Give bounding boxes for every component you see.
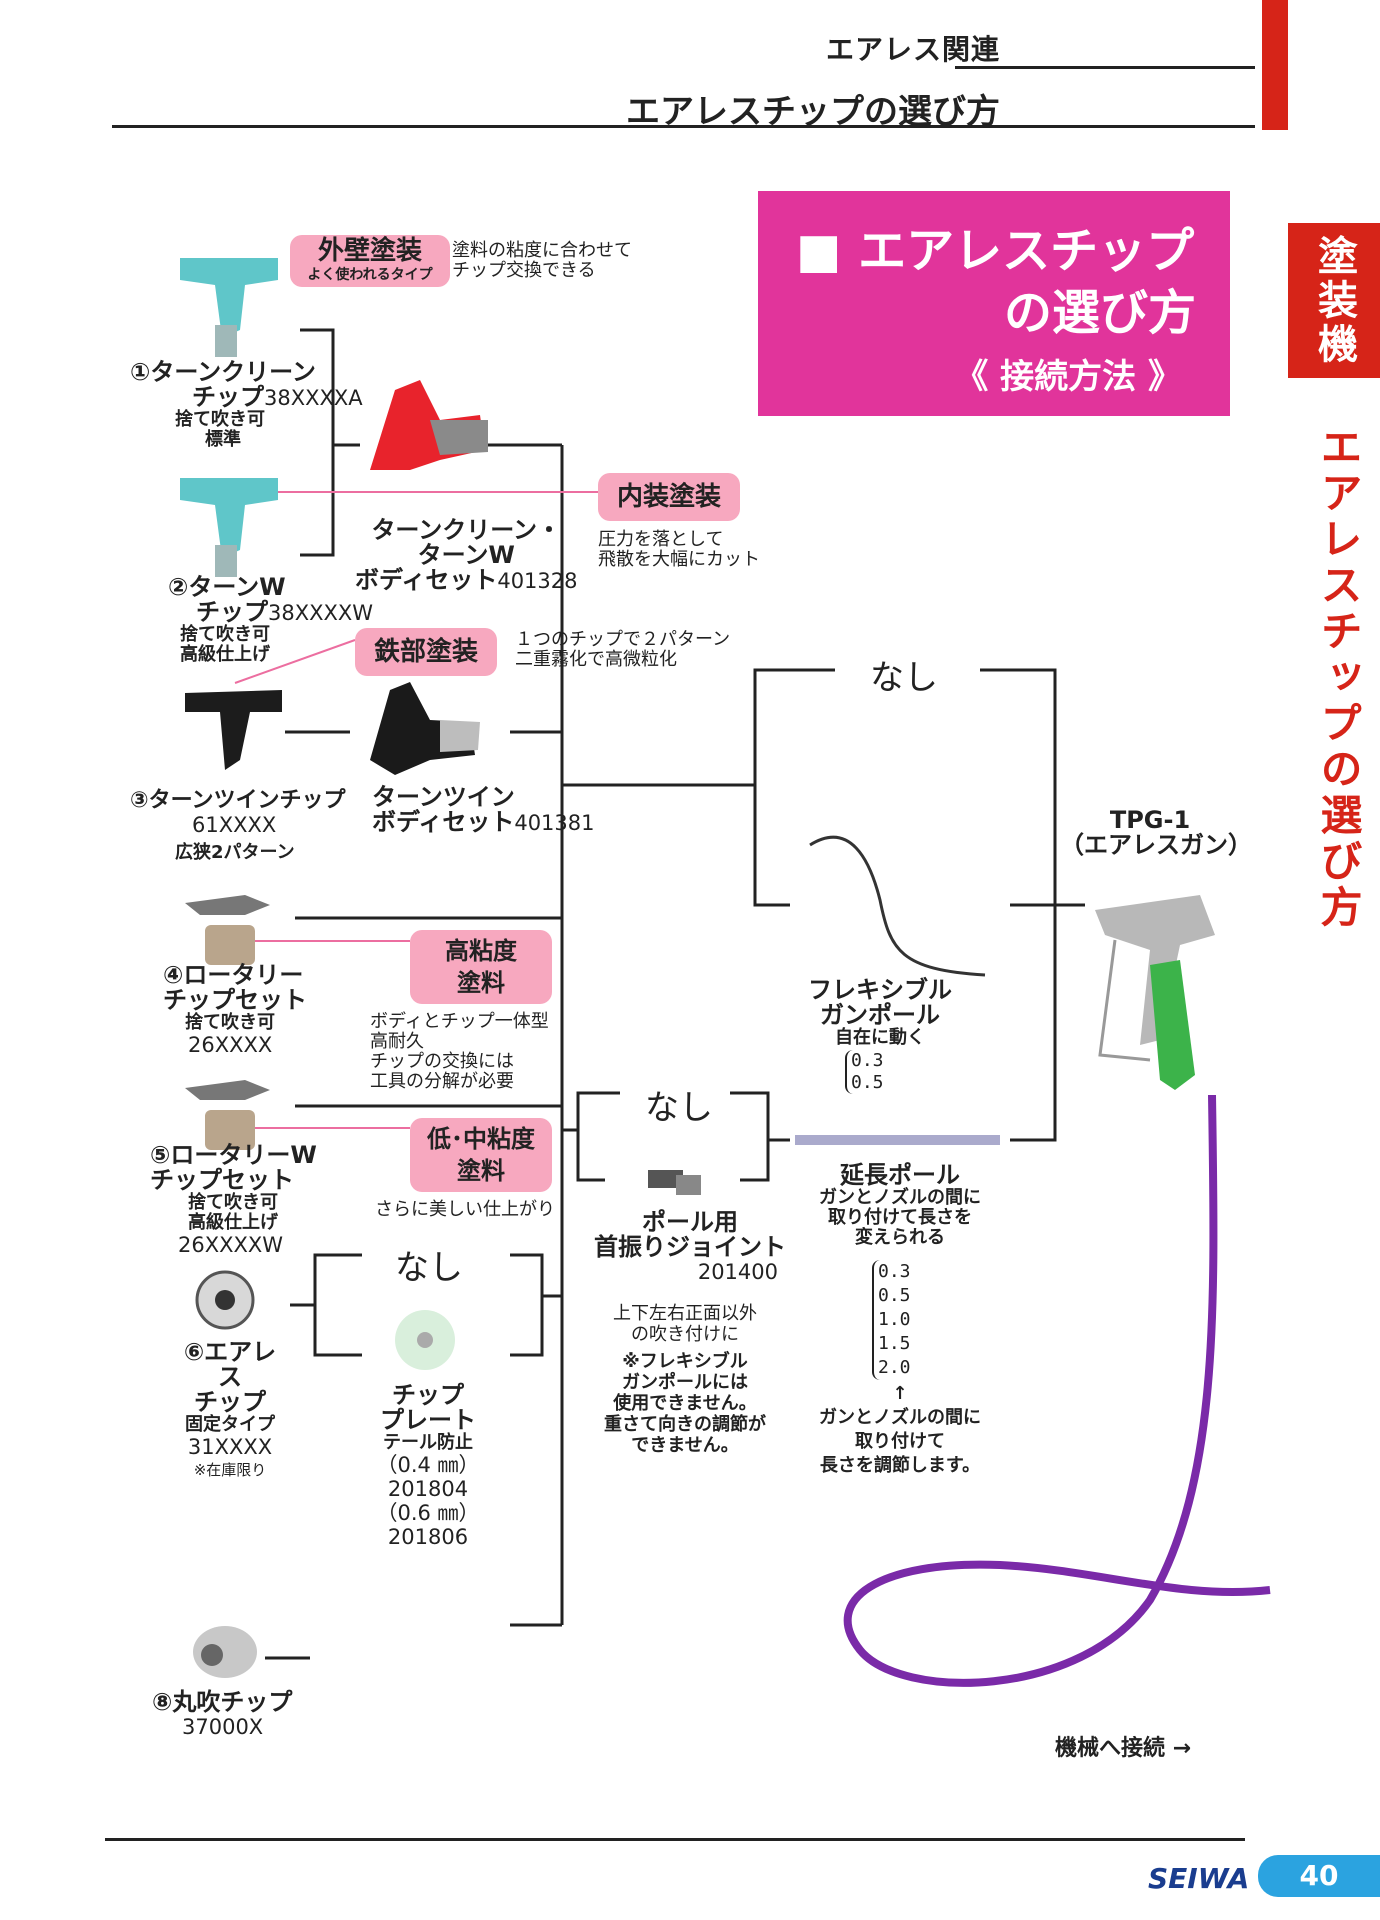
machine-connect-label: 機械へ接続 → bbox=[1055, 1736, 1192, 1761]
page-number: 40 bbox=[1258, 1855, 1380, 1897]
high-viscosity-tag: 高粘度塗料 bbox=[410, 930, 552, 1004]
banner-line2: の選び方 bbox=[1003, 285, 1196, 341]
turn-w-tip-illustration bbox=[180, 478, 278, 577]
turn-clean-tip-illustration bbox=[180, 258, 278, 357]
header-rule bbox=[955, 66, 1255, 69]
low-viscosity-note: さらに美しい仕上がり bbox=[375, 1199, 555, 1220]
w-body-illustration bbox=[370, 380, 488, 470]
airless-tip-illustration bbox=[195, 1270, 255, 1330]
rotary-w-tip-illustration bbox=[185, 1080, 270, 1150]
low-viscosity-tag: 低･中粘度塗料 bbox=[410, 1118, 552, 1192]
twin-tip-illustration bbox=[185, 690, 282, 770]
exterior-tag: 外壁塗装 よく使われるタイプ bbox=[290, 235, 450, 287]
item-extension-pole: 延長ポール ガンとノズルの間に 取り付けて長さを 変えられる bbox=[819, 1161, 981, 1248]
item-round-tip: ⑧丸吹チップ 37000X bbox=[152, 1688, 293, 1740]
item-twin-tip: ③ターンツインチップ 61XXXX 広狭2パターン bbox=[130, 788, 346, 863]
rotary-tip-illustration bbox=[185, 895, 270, 965]
none-label-tip6: なし bbox=[395, 1248, 463, 1288]
footer-rule bbox=[105, 1838, 1245, 1841]
side-category-tab: 塗装機 bbox=[1288, 223, 1380, 378]
interior-tag: 内装塗装 bbox=[598, 473, 740, 521]
item-rotary-tip-set: ④ロータリー チップセット 捨て吹き可 26XXXX bbox=[163, 961, 307, 1058]
item-flexible-pole: フレキシブル ガンポール 自在に動く bbox=[808, 976, 952, 1048]
banner-line1: ■ エアレスチップ bbox=[796, 223, 1195, 279]
banner-subtitle: 《 接続方法 》 bbox=[954, 357, 1182, 397]
steel-note: １つのチップで２パターン二重霧化で高微粒化 bbox=[515, 629, 731, 670]
hose-illustration bbox=[843, 1094, 1271, 1687]
item-rotary-w-tip-set: ⑤ロータリーW チップセット 捨て吹き可 高級仕上げ 26XXXXW bbox=[150, 1141, 317, 1258]
ext-note: ↑ ガンとノズルの間に取り付けて長さを調節します。 bbox=[819, 1383, 981, 1476]
header-category: エアレス関連 bbox=[825, 33, 1000, 66]
high-viscosity-note: ボディとチップ一体型高耐久 チップの交換には工具の分解が必要 bbox=[370, 1011, 549, 1092]
flexible-pole-illustration bbox=[809, 835, 986, 977]
item-w-body-set: ターンクリーン・ ターンW ボディセット401328 bbox=[355, 516, 578, 594]
item-airless-gun: TPG-1 （エアレスガン） bbox=[1060, 806, 1252, 859]
none-label-joint: なし bbox=[645, 1088, 713, 1128]
item-pole-joint: ポール用 首振りジョイント 201400 bbox=[594, 1208, 786, 1285]
item-turn-clean-tip: ①ターンクリーン チップ38XXXXA 捨て吹き可 標準 bbox=[130, 358, 363, 450]
item-turn-w-tip: ②ターンW チップ38XXXXW 捨て吹き可 高級仕上げ bbox=[168, 573, 374, 665]
item-twin-body-set: ターンツイン ボディセット401381 bbox=[372, 783, 595, 836]
twin-body-illustration bbox=[370, 682, 480, 775]
round-tip-illustration bbox=[193, 1626, 257, 1678]
joint-note: 上下左右正面以外の吹き付けに ※フレキシブル ガンポールには 使用できません。 … bbox=[604, 1303, 766, 1456]
side-title: エアレスチップの選び方 bbox=[1314, 425, 1363, 931]
steel-tag: 鉄部塗装 bbox=[355, 628, 497, 676]
none-label-gun: なし bbox=[870, 658, 938, 698]
header-rule-long bbox=[112, 125, 1255, 128]
brand-logo: SEIWA bbox=[1148, 1862, 1250, 1895]
airless-gun-illustration bbox=[1095, 895, 1215, 1090]
exterior-note: 塗料の粘度に合わせてチップ交換できる bbox=[452, 240, 632, 281]
interior-note: 圧力を落として飛散を大幅にカット bbox=[598, 529, 760, 570]
item-airless-tip: ⑥エアレス チップ 固定タイプ 31XXXX ※在庫限り bbox=[183, 1338, 277, 1480]
item-tip-plate: チップ プレート テール防止 （0.4 ㎜）201804 （0.6 ㎜）2018… bbox=[376, 1381, 480, 1550]
joint-illustration bbox=[648, 1170, 701, 1195]
section-banner: ■ エアレスチップ の選び方 《 接続方法 》 bbox=[758, 191, 1230, 416]
header-accent-bar bbox=[1262, 0, 1288, 130]
